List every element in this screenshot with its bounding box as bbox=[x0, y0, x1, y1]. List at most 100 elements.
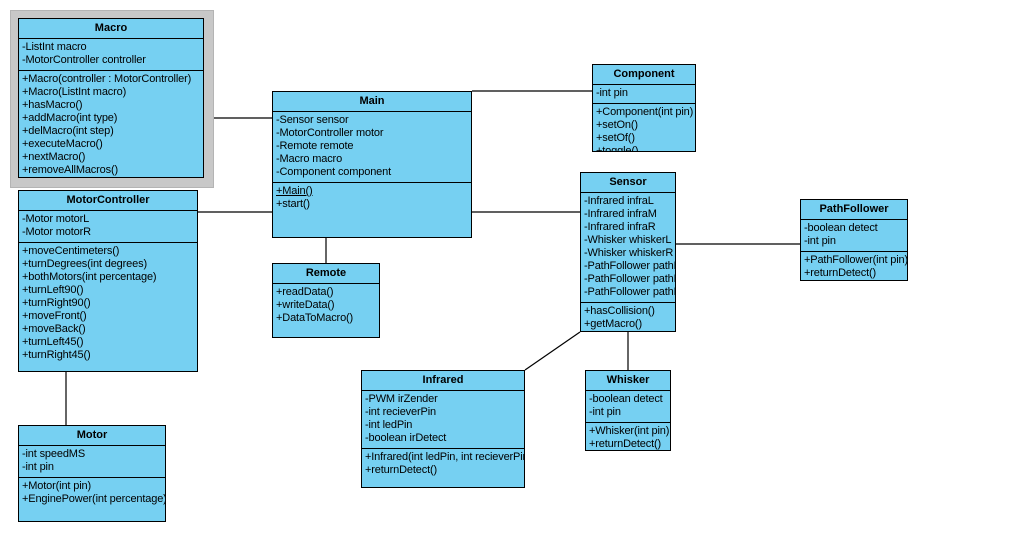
method-row: +start() bbox=[276, 198, 310, 210]
attribute-row: -boolean detect bbox=[589, 393, 663, 405]
attribute-row: -Macro macro bbox=[276, 153, 343, 165]
attribute-row: -Component component bbox=[276, 166, 392, 178]
method-row: +EnginePower(int percentage) bbox=[22, 493, 166, 505]
attribute-row: -int pin bbox=[22, 461, 54, 473]
method-row: +Infrared(int ledPin, int recieverPin) bbox=[365, 451, 525, 463]
uml-class-whisker[interactable]: Whisker-boolean detect-int pin+Whisker(i… bbox=[585, 370, 671, 451]
class-title-main: Main bbox=[273, 92, 471, 112]
method-row: +Macro(ListInt macro) bbox=[22, 86, 127, 98]
method-row: +setOf() bbox=[596, 132, 635, 144]
class-attributes-macro: -ListInt macro-MotorController controlle… bbox=[19, 39, 203, 71]
method-row: +readData() bbox=[276, 286, 334, 298]
method-row: +PathFollower(int pin) bbox=[804, 254, 908, 266]
uml-class-main[interactable]: Main-Sensor sensor-MotorController motor… bbox=[272, 91, 472, 238]
method-row: +bothMotors(int percentage) bbox=[22, 271, 157, 283]
attribute-row: -int pin bbox=[596, 87, 628, 99]
method-row: +moveFront() bbox=[22, 310, 87, 322]
class-methods-sensor: +hasCollision()+getMacro() bbox=[581, 303, 675, 331]
method-row: +setOn() bbox=[596, 119, 638, 131]
method-row: +Whisker(int pin) bbox=[589, 425, 670, 437]
method-row: +turnDegrees(int degrees) bbox=[22, 258, 147, 270]
method-row: +turnRight45() bbox=[22, 349, 91, 361]
method-row: +nextMacro() bbox=[22, 151, 86, 163]
class-title-motorcontroller: MotorController bbox=[19, 191, 197, 211]
method-row: +Macro(controller : MotorController) bbox=[22, 73, 192, 85]
method-row: +moveCentimeters() bbox=[22, 245, 120, 257]
method-row: +removeAllMacros() bbox=[22, 164, 119, 176]
class-methods-macro: +Macro(controller : MotorController)+Mac… bbox=[19, 71, 203, 177]
uml-class-remote[interactable]: Remote+readData()+writeData()+DataToMacr… bbox=[272, 263, 380, 338]
class-attributes-motor: -int speedMS-int pin bbox=[19, 446, 165, 478]
method-row: +delMacro(int step) bbox=[22, 125, 114, 137]
attribute-row: -Infrared infraR bbox=[584, 221, 656, 233]
attribute-row: -PWM irZender bbox=[365, 393, 438, 405]
class-methods-pathfollower: +PathFollower(int pin)+returnDetect() bbox=[801, 252, 908, 280]
method-row: +toggle() bbox=[596, 145, 639, 152]
uml-class-motorcontroller[interactable]: MotorController-Motor motorL-Motor motor… bbox=[18, 190, 198, 372]
class-methods-motor: +Motor(int pin)+EnginePower(int percenta… bbox=[19, 478, 165, 509]
method-row: +Component(int pin) bbox=[596, 106, 694, 118]
attribute-row: -ListInt macro bbox=[22, 41, 87, 53]
class-title-macro: Macro bbox=[19, 19, 203, 39]
class-title-sensor: Sensor bbox=[581, 173, 675, 193]
uml-class-component[interactable]: Component-int pin+Component(int pin)+set… bbox=[592, 64, 696, 152]
class-title-infrared: Infrared bbox=[362, 371, 524, 391]
method-row: +hasMacro() bbox=[22, 99, 83, 111]
class-attributes-sensor: -Infrared infraL-Infrared infraM-Infrare… bbox=[581, 193, 675, 303]
method-row: +writeData() bbox=[276, 299, 335, 311]
attribute-row: -boolean detect bbox=[804, 222, 878, 234]
attribute-row: -PathFollower pathR bbox=[584, 286, 676, 298]
class-methods-whisker: +Whisker(int pin)+returnDetect() bbox=[586, 423, 670, 450]
method-row: +DataToMacro() bbox=[276, 312, 354, 324]
attribute-row: -Motor motorL bbox=[22, 213, 90, 225]
class-attributes-infrared: -PWM irZender-int recieverPin-int ledPin… bbox=[362, 391, 524, 449]
connection-sensor-infrared bbox=[524, 331, 581, 371]
method-row: +Motor(int pin) bbox=[22, 480, 91, 492]
attribute-row: -PathFollower pathL bbox=[584, 260, 676, 272]
attribute-row: -PathFollower pathM bbox=[584, 273, 676, 285]
uml-class-sensor[interactable]: Sensor-Infrared infraL-Infrared infraM-I… bbox=[580, 172, 676, 332]
class-attributes-motorcontroller: -Motor motorL-Motor motorR bbox=[19, 211, 197, 243]
method-row: +turnLeft45() bbox=[22, 336, 84, 348]
attribute-row: -int pin bbox=[589, 406, 621, 418]
attribute-row: -int speedMS bbox=[22, 448, 86, 460]
class-title-pathfollower: PathFollower bbox=[801, 200, 907, 220]
method-row: +turnRight90() bbox=[22, 297, 91, 309]
method-row: +executeMacro() bbox=[22, 138, 103, 150]
attribute-row: -Infrared infraM bbox=[584, 208, 657, 220]
attribute-row: -MotorController motor bbox=[276, 127, 384, 139]
method-row: +returnDetect() bbox=[589, 438, 662, 450]
method-row: +getMacro() bbox=[584, 318, 642, 330]
class-methods-main: +Main()+start() bbox=[273, 183, 471, 214]
class-title-component: Component bbox=[593, 65, 695, 85]
class-title-remote: Remote bbox=[273, 264, 379, 284]
class-title-motor: Motor bbox=[19, 426, 165, 446]
class-title-whisker: Whisker bbox=[586, 371, 670, 391]
attribute-row: -int ledPin bbox=[365, 419, 413, 431]
uml-class-motor[interactable]: Motor-int speedMS-int pin+Motor(int pin)… bbox=[18, 425, 166, 522]
uml-class-pathfollower[interactable]: PathFollower-boolean detect-int pin+Path… bbox=[800, 199, 908, 281]
class-methods-infrared: +Infrared(int ledPin, int recieverPin)+r… bbox=[362, 449, 524, 480]
method-row: +hasCollision() bbox=[584, 305, 655, 317]
uml-class-infrared[interactable]: Infrared-PWM irZender-int recieverPin-in… bbox=[361, 370, 525, 488]
method-row: +turnLeft90() bbox=[22, 284, 84, 296]
class-methods-remote: +readData()+writeData()+DataToMacro() bbox=[273, 284, 379, 328]
class-attributes-whisker: -boolean detect-int pin bbox=[586, 391, 670, 423]
attribute-row: -Whisker whiskerR bbox=[584, 247, 674, 259]
method-row: +Main() bbox=[276, 185, 313, 197]
attribute-row: -int pin bbox=[804, 235, 836, 247]
attribute-row: -Remote remote bbox=[276, 140, 354, 152]
attribute-row: -Sensor sensor bbox=[276, 114, 349, 126]
uml-class-macro[interactable]: Macro-ListInt macro-MotorController cont… bbox=[18, 18, 204, 178]
attribute-row: -MotorController controller bbox=[22, 54, 146, 66]
method-row: +moveBack() bbox=[22, 323, 86, 335]
attribute-row: -Whisker whiskerL bbox=[584, 234, 672, 246]
class-attributes-pathfollower: -boolean detect-int pin bbox=[801, 220, 907, 252]
method-row: +addMacro(int type) bbox=[22, 112, 118, 124]
method-row: +returnDetect() bbox=[365, 464, 438, 476]
attribute-row: -Infrared infraL bbox=[584, 195, 654, 207]
class-attributes-component: -int pin bbox=[593, 85, 695, 104]
class-attributes-main: -Sensor sensor-MotorController motor-Rem… bbox=[273, 112, 471, 183]
class-methods-motorcontroller: +moveCentimeters()+turnDegrees(int degre… bbox=[19, 243, 197, 365]
